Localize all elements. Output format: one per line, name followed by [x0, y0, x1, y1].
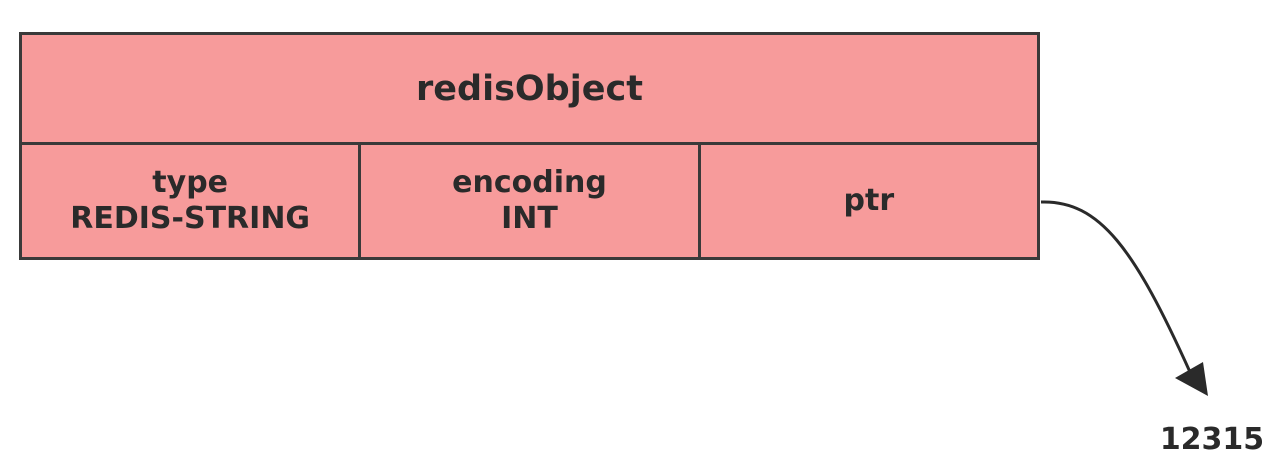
redis-object-title: redisObject	[416, 68, 643, 109]
field-ptr-name: ptr	[843, 183, 895, 218]
field-encoding-name: encoding	[452, 165, 607, 200]
field-encoding-value: INT	[501, 201, 558, 236]
pointer-arrow-head	[1175, 362, 1208, 396]
pointer-arrow-line	[1040, 200, 1192, 373]
redis-object-fields: type REDIS-STRING encoding INT ptr	[22, 145, 1037, 257]
redis-object-header: redisObject	[22, 35, 1037, 145]
field-type-name: type	[152, 165, 229, 200]
field-encoding: encoding INT	[358, 145, 697, 257]
pointer-target-value: 12315	[1159, 422, 1265, 457]
field-type-value: REDIS-STRING	[70, 201, 311, 236]
field-type: type REDIS-STRING	[22, 145, 358, 257]
redis-object-box: redisObject type REDIS-STRING encoding I…	[19, 32, 1040, 260]
field-ptr: ptr	[697, 145, 1037, 257]
